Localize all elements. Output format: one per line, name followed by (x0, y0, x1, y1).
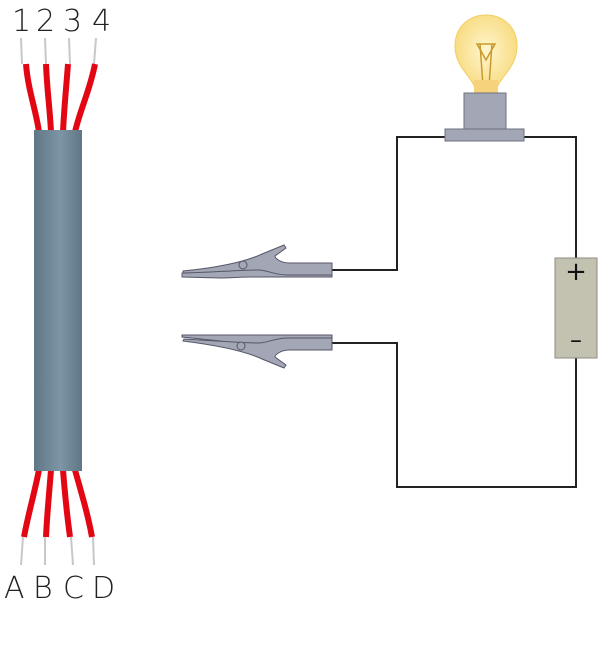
bulb-filament (475, 43, 497, 87)
wire-label-a: A (4, 571, 25, 606)
wire-label-3: 3 (63, 4, 82, 39)
top-wire-labels: 1 2 3 4 (12, 4, 111, 39)
bulb-socket-upper (463, 92, 507, 131)
light-bulb-icon (444, 14, 525, 142)
bulb-socket-base (444, 128, 525, 142)
top-bare-wire-ends (20, 37, 97, 65)
circuit-wires (332, 136, 577, 488)
battery-body (554, 257, 598, 359)
wire-label-b: B (33, 571, 53, 606)
bulb-glass (454, 14, 518, 95)
wire-label-d: D (92, 571, 115, 606)
wire-label-1: 1 (12, 4, 31, 39)
bottom-wire-labels: A B C D (4, 571, 115, 606)
battery-plus-symbol: + (565, 257, 587, 287)
bottom-bare-wire-ends (20, 536, 95, 566)
wire-label-c: C (63, 571, 84, 606)
lower-clip-lower-jaw (182, 337, 333, 369)
cable-icon (20, 37, 98, 566)
wire-label-2: 2 (36, 4, 55, 39)
bulb-neck (474, 80, 498, 94)
bottom-red-wires (21, 469, 95, 538)
upper-clip-upper-jaw (182, 244, 333, 276)
battery-minus-symbol: – (570, 326, 582, 354)
alligator-clip-icon (181, 244, 333, 279)
battery-icon: + – (554, 257, 598, 359)
alligator-clip-icon (181, 334, 333, 369)
wire-label-4: 4 (92, 4, 111, 39)
upper-clip-pivot (238, 260, 248, 270)
cable-sheath (34, 130, 82, 471)
top-red-wires (23, 63, 98, 133)
lower-clip-pivot (236, 341, 246, 351)
